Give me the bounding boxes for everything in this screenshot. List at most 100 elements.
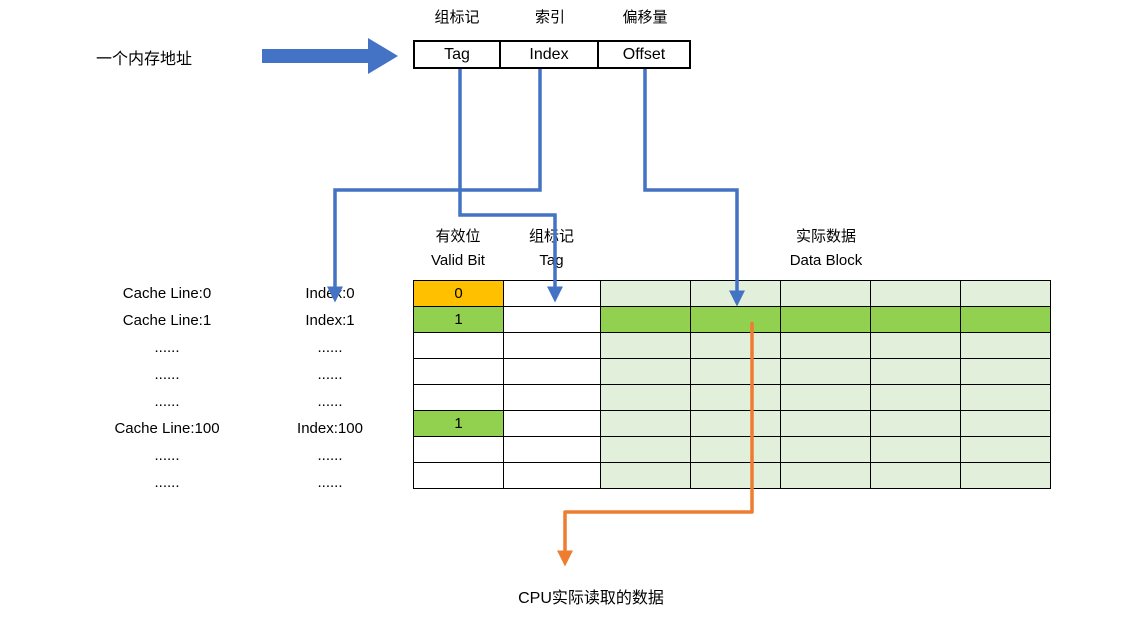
- index-field-label-cn: 索引: [534, 9, 565, 26]
- cache-line-label: Cache Line:100: [114, 420, 220, 437]
- tag-cell: [503, 384, 601, 411]
- tag-cell: [503, 436, 601, 463]
- cache-line-label: ......: [154, 474, 180, 491]
- cache-line-label: ......: [154, 393, 180, 410]
- cache-row: 1: [413, 306, 1051, 333]
- valid-bit-cell: [413, 332, 504, 359]
- data-block-cell: [780, 332, 871, 359]
- index-label: ......: [317, 339, 343, 356]
- data-block-cell: [870, 410, 961, 437]
- index-label: Index:100: [297, 420, 363, 437]
- valid-bit-cell: [413, 358, 504, 385]
- cache-row: [413, 436, 1051, 463]
- data-block-cell: [690, 306, 781, 333]
- cache-line-label: ......: [154, 366, 180, 383]
- index-label: ......: [317, 393, 343, 410]
- valid-bit-header-en: Valid Bit: [431, 252, 485, 269]
- data-block-cell: [960, 436, 1051, 463]
- data-block-cell: [780, 306, 871, 333]
- data-block-cell: [600, 436, 691, 463]
- data-block-cell: [600, 410, 691, 437]
- tag-cell: [503, 462, 601, 489]
- data-block-cell: [690, 332, 781, 359]
- tag-header-cn: 组标记: [528, 228, 574, 245]
- data-block-cell: [780, 410, 871, 437]
- cache-row: [413, 332, 1051, 359]
- valid-bit-cell: [413, 462, 504, 489]
- data-block-cell: [870, 462, 961, 489]
- data-block-cell: [690, 462, 781, 489]
- cache-line-label: ......: [154, 447, 180, 464]
- index-label: Index:1: [305, 312, 355, 329]
- data-block-cell: [690, 280, 781, 307]
- tag-cell: [503, 332, 601, 359]
- data-block-cell: [690, 358, 781, 385]
- data-block-cell: [870, 436, 961, 463]
- valid-bit-header-cn: 有效位: [435, 228, 481, 245]
- valid-bit-cell: 1: [413, 306, 504, 333]
- tag-cell: [503, 358, 601, 385]
- data-block-cell: [600, 306, 691, 333]
- offset-field-label-cn: 偏移量: [622, 9, 668, 26]
- cache-line-label: ......: [154, 339, 180, 356]
- data-block-cell: [870, 384, 961, 411]
- valid-bit-cell: 1: [413, 410, 504, 437]
- data-block-cell: [780, 462, 871, 489]
- valid-bit-cell: [413, 384, 504, 411]
- memory-address-box: Tag Index Offset: [413, 40, 691, 69]
- tag-cell: [503, 410, 601, 437]
- cache-line-label: Cache Line:1: [122, 312, 212, 329]
- address-offset-cell: Offset: [622, 45, 666, 63]
- data-block-cell: [870, 280, 961, 307]
- cache-line-label: Cache Line:0: [122, 285, 212, 302]
- data-block-cell: [960, 410, 1051, 437]
- cache-row: 0: [413, 280, 1051, 307]
- data-block-cell: [780, 384, 871, 411]
- data-block-cell: [600, 384, 691, 411]
- address-tag-cell: Tag: [415, 42, 501, 67]
- cache-row: [413, 384, 1051, 411]
- data-block-cell: [870, 306, 961, 333]
- tag-field-label-cn: 组标记: [434, 9, 480, 26]
- data-block-cell: [690, 410, 781, 437]
- data-block-cell: [600, 280, 691, 307]
- cache-row: 1: [413, 410, 1051, 437]
- address-index-cell: Index: [501, 42, 599, 67]
- index-label: ......: [317, 447, 343, 464]
- data-block-cell: [960, 462, 1051, 489]
- data-block-header-cn: 实际数据: [795, 228, 856, 245]
- cpu-output-label: CPU实际读取的数据: [518, 590, 664, 607]
- data-block-cell: [600, 358, 691, 385]
- data-block-cell: [960, 280, 1051, 307]
- valid-bit-cell: [413, 436, 504, 463]
- tag-cell: [503, 306, 601, 333]
- index-label: ......: [317, 474, 343, 491]
- data-block-cell: [960, 358, 1051, 385]
- tag-column-header: 组标记 Tag: [503, 225, 600, 273]
- data-block-cell: [780, 436, 871, 463]
- data-block-column-header: 实际数据 Data Block: [600, 225, 1052, 273]
- valid-bit-column-header: 有效位 Valid Bit: [413, 225, 503, 273]
- data-block-cell: [690, 384, 781, 411]
- data-block-cell: [960, 306, 1051, 333]
- memory-address-label: 一个内存地址: [96, 51, 193, 68]
- cache-row: [413, 358, 1051, 385]
- tag-cell: [503, 280, 601, 307]
- data-block-cell: [960, 332, 1051, 359]
- data-block-cell: [600, 332, 691, 359]
- data-block-cell: [780, 280, 871, 307]
- data-block-cell: [690, 436, 781, 463]
- valid-bit-cell: 0: [413, 280, 504, 307]
- data-block-cell: [870, 358, 961, 385]
- data-block-cell: [780, 358, 871, 385]
- data-block-cell: [960, 384, 1051, 411]
- index-label: Index:0: [305, 285, 355, 302]
- data-block-cell: [600, 462, 691, 489]
- data-block-cell: [870, 332, 961, 359]
- tag-header-en: Tag: [539, 252, 564, 269]
- memory-address-arrow-icon: [262, 38, 398, 74]
